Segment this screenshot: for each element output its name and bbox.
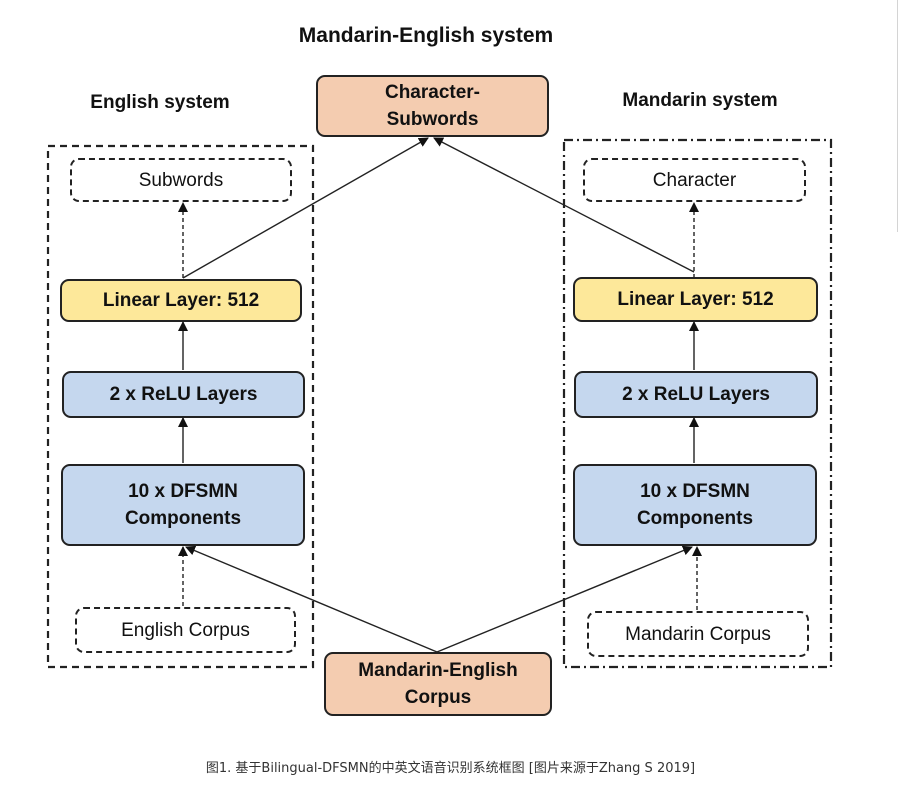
mandarin-output-box: Character	[583, 158, 806, 202]
mandarin-system-frame	[562, 138, 833, 669]
shared-corpus-to-zh-dfsmn-arrow	[436, 545, 693, 653]
diagram-title: Mandarin-English system	[298, 24, 554, 47]
mandarin-corpus-box: Mandarin Corpus	[587, 611, 809, 657]
english-linear-layer-box: Linear Layer: 512	[60, 279, 302, 322]
shared-corpus-box: Mandarin-English Corpus	[324, 652, 552, 716]
english-system-label: English system	[90, 92, 230, 113]
english-dfsmn-box: 10 x DFSMN Components	[61, 464, 305, 546]
english-system-frame	[46, 144, 315, 669]
mandarin-system-label: Mandarin system	[622, 90, 778, 111]
english-corpus-box: English Corpus	[75, 607, 296, 653]
english-output-box: Subwords	[70, 158, 292, 202]
mandarin-dfsmn-box: 10 x DFSMN Components	[573, 464, 817, 546]
en-linear-to-shared-output-arrow	[182, 137, 429, 279]
zh-linear-to-shared-output-arrow	[433, 137, 695, 273]
shared-output-box: Character- Subwords	[316, 75, 549, 137]
mandarin-linear-layer-box: Linear Layer: 512	[573, 277, 818, 322]
page-edge-divider	[897, 0, 898, 232]
shared-corpus-to-en-dfsmn-arrow	[185, 545, 438, 653]
mandarin-relu-box: 2 x ReLU Layers	[574, 371, 818, 418]
figure-caption: 图1. 基于Bilingual-DFSMN的中英文语音识别系统框图 [图片来源于…	[205, 761, 696, 776]
english-relu-box: 2 x ReLU Layers	[62, 371, 305, 418]
